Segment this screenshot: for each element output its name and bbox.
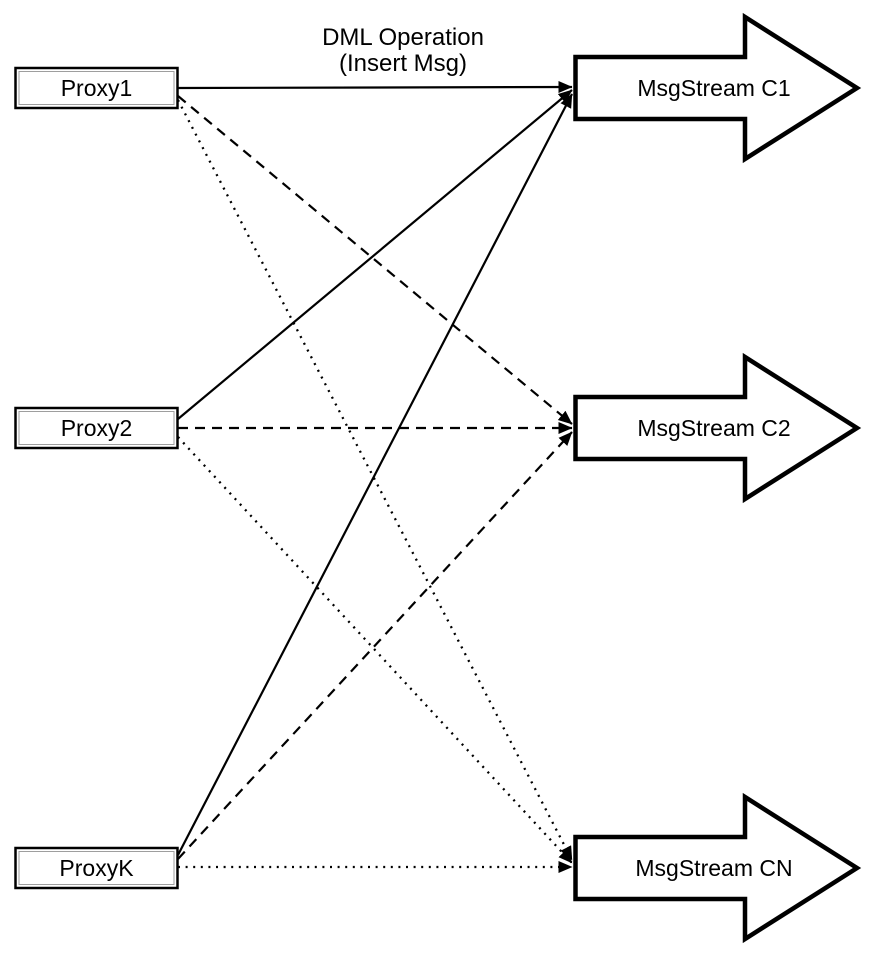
proxyk-label: ProxyK bbox=[59, 855, 134, 881]
msgstream-c2-node: MsgStream C2 bbox=[573, 352, 862, 504]
proxy2-box-inner-border bbox=[18, 411, 175, 445]
msgstream-c1-arrow bbox=[573, 12, 862, 164]
msgstream-c2-arrow bbox=[573, 352, 862, 504]
edge-proxy2-msgstream-cn bbox=[177, 436, 573, 864]
edge-proxyk-msgstream-c2 bbox=[177, 431, 573, 860]
diagram-title-line2: (Insert Msg) bbox=[339, 50, 467, 77]
proxy1-label: Proxy1 bbox=[61, 75, 133, 101]
edge-proxy1-msgstream-cn bbox=[176, 99, 574, 861]
edge-proxy2-msgstream-c1 bbox=[177, 89, 573, 420]
msgstream-cn-arrow bbox=[573, 792, 862, 944]
msgstream-c1-label: MsgStream C1 bbox=[637, 75, 790, 101]
diagram-title: DML Operation (Insert Msg) bbox=[322, 24, 484, 77]
edge-proxyk-msgstream-c1 bbox=[177, 93, 573, 856]
proxy2-box bbox=[14, 406, 179, 450]
proxy2-label: Proxy2 bbox=[61, 415, 133, 441]
proxyk-box-inner-border bbox=[18, 851, 175, 885]
proxy1-node: Proxy1 bbox=[14, 66, 179, 110]
msgstream-c1-node: MsgStream C1 bbox=[573, 12, 862, 164]
msgstream-cn-label: MsgStream CN bbox=[635, 855, 792, 881]
edge-proxy1-msgstream-c1 bbox=[177, 81, 573, 94]
msgstream-c2-label: MsgStream C2 bbox=[637, 415, 790, 441]
proxy1-box-inner-border bbox=[18, 71, 175, 105]
proxyk-node: ProxyK bbox=[14, 846, 179, 890]
diagram-title-line1: DML Operation bbox=[322, 24, 484, 51]
edge-proxy1-msgstream-c2 bbox=[177, 95, 573, 425]
proxy1-box bbox=[14, 66, 179, 110]
proxy2-node: Proxy2 bbox=[14, 406, 179, 450]
edges-group bbox=[176, 81, 574, 873]
proxyk-box bbox=[14, 846, 179, 890]
msgstream-cn-node: MsgStream CN bbox=[573, 792, 862, 944]
